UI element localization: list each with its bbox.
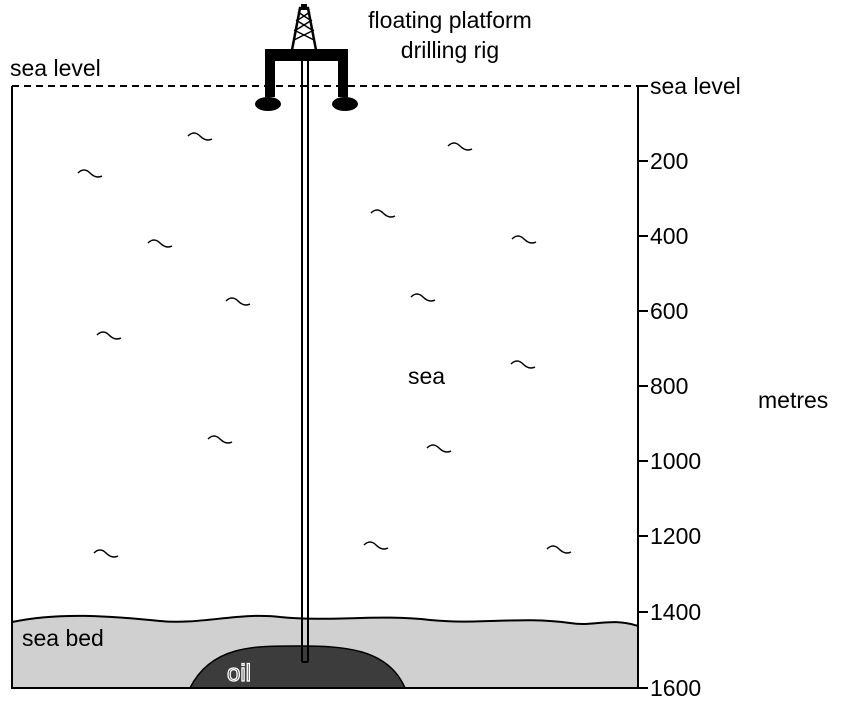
wave-mark: [187, 132, 213, 141]
wave-mark: [546, 545, 572, 554]
wave-mark: [370, 209, 396, 218]
units-label: metres: [758, 387, 828, 413]
tick-label-600: 600: [650, 298, 688, 324]
rig-leg-left: [265, 57, 275, 97]
oil-label: oil: [227, 660, 251, 687]
sea-label: sea: [408, 363, 445, 389]
wave-mark: [93, 549, 119, 558]
tick-label-1600: 1600: [650, 675, 701, 701]
wave-mark: [363, 541, 389, 550]
rig-label-line1: floating platform: [368, 7, 532, 33]
wave-mark: [96, 331, 122, 340]
wave-mark: [447, 142, 473, 151]
depth-ticks: [638, 85, 648, 689]
tick-label-1200: 1200: [650, 523, 701, 549]
wave-mark: [225, 297, 251, 306]
drill-pipe: [301, 61, 309, 663]
wave-mark: [510, 360, 536, 369]
wave-marks: [77, 132, 572, 558]
derrick-tower: [290, 6, 318, 51]
tick-label-200: 200: [650, 148, 688, 174]
wave-mark: [147, 239, 173, 248]
pontoon-left: [255, 97, 281, 111]
tick-label-800: 800: [650, 373, 688, 399]
tick-label-sea-level: sea level: [650, 73, 741, 99]
sea-level-label-left: sea level: [10, 55, 101, 81]
drilling-rig-icon: [255, 4, 358, 111]
wave-mark: [511, 235, 537, 244]
wave-mark: [207, 435, 233, 444]
rig-deck: [265, 49, 348, 61]
oil-reservoir: [188, 645, 407, 689]
rig-label-line2: drilling rig: [401, 37, 499, 63]
sea-bed-label: sea bed: [22, 625, 104, 651]
rig-leg-right: [338, 57, 348, 97]
tick-label-1000: 1000: [650, 448, 701, 474]
wave-mark: [77, 169, 103, 178]
tick-label-1400: 1400: [650, 599, 701, 625]
tick-label-400: 400: [650, 223, 688, 249]
wave-mark: [426, 444, 452, 453]
wave-mark: [410, 293, 436, 302]
pontoon-right: [332, 97, 358, 111]
